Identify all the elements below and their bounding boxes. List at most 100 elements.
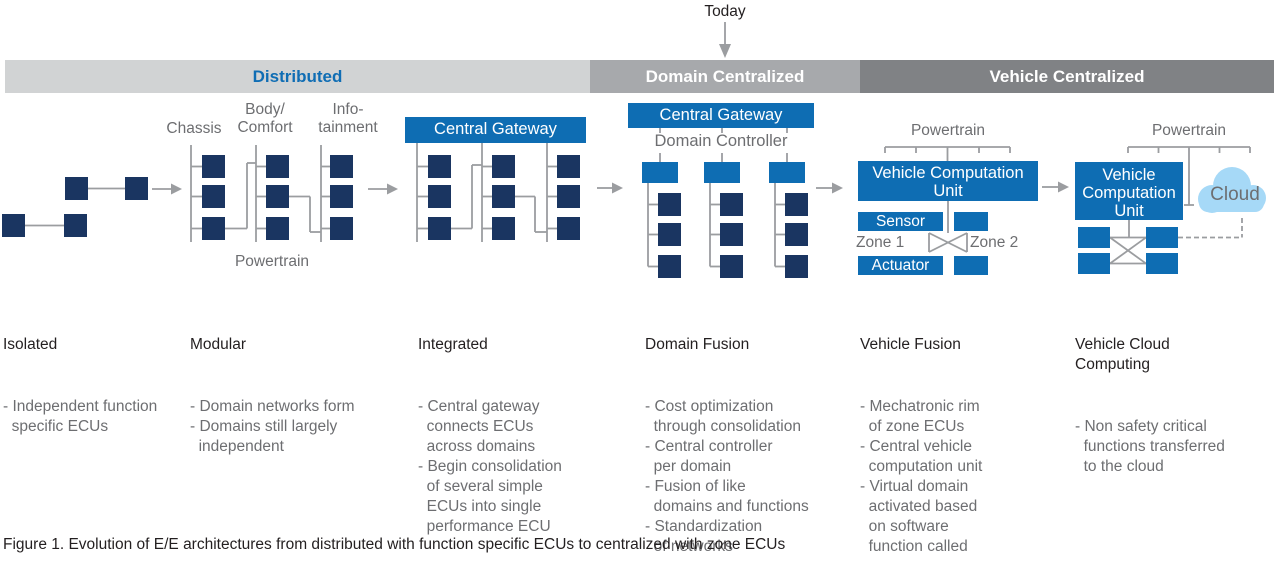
ecu-square xyxy=(330,155,353,178)
bullet-line: connects ECUs xyxy=(418,418,534,435)
central-gateway-label: Central Gateway xyxy=(434,120,557,138)
zone-ecu-square xyxy=(954,212,988,231)
ecu-square xyxy=(785,223,808,246)
column-bullets: - Domain networks form- Domains still la… xyxy=(190,397,415,457)
vehicle-computation-unit-label: Vehicle Computation Unit xyxy=(872,164,1024,200)
vehicle-cloud-diagram xyxy=(1075,146,1266,274)
bullet-line: - Virtual domain xyxy=(860,478,969,495)
bullet-line: computation unit xyxy=(860,458,983,475)
column-heading: Modular xyxy=(190,336,246,353)
ecu-square xyxy=(266,217,289,240)
bullet-line: independent xyxy=(190,438,284,455)
ecu-square xyxy=(202,217,225,240)
central-gateway-box xyxy=(628,103,814,128)
ecu-square xyxy=(330,217,353,240)
column-isolated: Isolated - Independent function specific… xyxy=(3,295,188,477)
ecu-square xyxy=(330,185,353,208)
network-lines xyxy=(647,128,788,268)
central-gateway-box xyxy=(405,117,586,143)
sensor-box xyxy=(858,212,943,231)
ecu-square xyxy=(492,155,515,178)
bullet-line: function called xyxy=(860,538,968,555)
ecu-square xyxy=(202,185,225,208)
ecu-square xyxy=(492,185,515,208)
bullet-line: - Domains still largely xyxy=(190,418,338,435)
bullet-line: - Central vehicle xyxy=(860,438,972,455)
zone-ecu-square xyxy=(1146,253,1178,274)
bullet-line: - Standardization xyxy=(645,518,763,535)
flow-arrow-4 xyxy=(816,182,843,194)
ecu-square xyxy=(658,255,681,278)
ecu-square xyxy=(557,155,580,178)
body-comfort-label: Body/ Comfort xyxy=(237,101,293,136)
powertrain-label: Powertrain xyxy=(234,253,310,270)
band-vehicle-centralized: Vehicle Centralized xyxy=(860,60,1274,93)
ecu-square xyxy=(658,223,681,246)
bullet-line: - Independent function xyxy=(3,398,158,415)
bullet-line: activated based xyxy=(860,498,978,515)
powertrain-label: Powertrain xyxy=(1151,122,1227,139)
zone-ecu-square xyxy=(1078,253,1110,274)
integrated-diagram xyxy=(405,117,586,242)
column-bullets: - Central gateway connects ECUs across d… xyxy=(418,397,638,537)
sensor-label: Sensor xyxy=(875,213,926,230)
column-heading: Integrated xyxy=(418,336,488,353)
bullet-line: - Central gateway xyxy=(418,398,540,415)
ecu-square xyxy=(2,214,25,237)
isolated-diagram xyxy=(2,177,148,237)
bullet-line: - Begin consolidation xyxy=(418,458,562,475)
bullet-line: - Fusion of like xyxy=(645,478,746,495)
ecu-square xyxy=(785,193,808,216)
figure-caption: Figure 1. Evolution of E/E architectures… xyxy=(3,536,786,553)
column-bullets: - Independent function specific ECUs xyxy=(3,397,188,437)
vehicle-computation-unit-label: Vehicle Computation Unit xyxy=(1082,166,1176,220)
vehicle-computation-unit-box xyxy=(1075,162,1183,220)
modular-diagram xyxy=(190,145,353,242)
today-arrow-icon xyxy=(719,22,731,58)
powertrain-label: Powertrain xyxy=(910,122,986,139)
ecu-square xyxy=(492,217,515,240)
actuator-box xyxy=(858,256,943,275)
ecu-square xyxy=(428,185,451,208)
column-vehicle-cloud: Vehicle Cloud Computing - Non safety cri… xyxy=(1075,295,1275,517)
column-vehicle-fusion: Vehicle Fusion - Mechatronic rim of zone… xyxy=(860,295,1070,561)
column-bullets: - Non safety critical functions transfer… xyxy=(1075,417,1275,477)
network-lines xyxy=(416,143,557,242)
cloud-label: Cloud xyxy=(1210,184,1260,205)
bullet-line: of zone ECUs xyxy=(860,418,965,435)
ecu-square xyxy=(428,155,451,178)
zone-ecu-square xyxy=(954,256,988,275)
bullet-line: domains and functions xyxy=(645,498,809,515)
ecu-square xyxy=(266,155,289,178)
bullet-line: - Central controller xyxy=(645,438,773,455)
bullet-line: functions transferred xyxy=(1075,438,1225,455)
network-lines xyxy=(884,146,1011,253)
ecu-square xyxy=(720,193,743,216)
domain-controller-box xyxy=(642,162,678,183)
domain-controller-box xyxy=(769,162,805,183)
ecu-square xyxy=(658,193,681,216)
cloud-icon xyxy=(1198,167,1266,213)
network-lines xyxy=(190,145,330,242)
ecu-square xyxy=(266,185,289,208)
domain-controller-box xyxy=(704,162,740,183)
column-heading: Isolated xyxy=(3,336,58,353)
flow-arrow-2 xyxy=(368,183,398,195)
domain-fusion-diagram xyxy=(628,103,814,278)
chassis-label: Chassis xyxy=(166,120,222,137)
bullet-line: - Mechatronic rim xyxy=(860,398,980,415)
ecu-square xyxy=(428,217,451,240)
vehicle-computation-unit-box xyxy=(858,161,1038,201)
bullet-line: to the cloud xyxy=(1075,458,1164,475)
zone-ecu-square xyxy=(1146,227,1178,248)
column-bullets: - Mechatronic rim of zone ECUs - Central … xyxy=(860,397,1070,557)
zone1-label: Zone 1 xyxy=(856,234,905,251)
bullet-line: of several simple xyxy=(418,478,543,495)
flow-arrow-5 xyxy=(1042,181,1069,193)
column-heading: Vehicle Fusion xyxy=(860,336,961,353)
ecu-square xyxy=(125,177,148,200)
column-heading: Vehicle Cloud Computing xyxy=(1075,336,1170,373)
bullet-line: on software xyxy=(860,518,949,535)
